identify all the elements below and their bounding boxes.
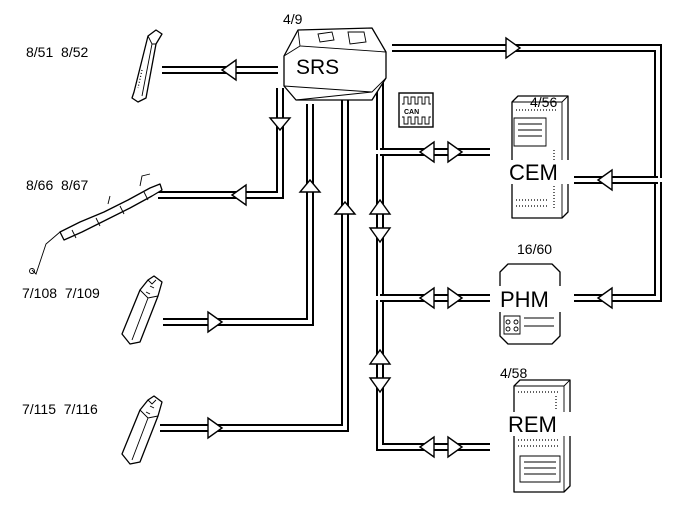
arrow-bidirectional (447, 286, 464, 310)
arrow-bidirectional (368, 348, 392, 365)
can-bus-trunk (376, 78, 490, 451)
rem-module: REM 4/58 (500, 365, 572, 493)
arrow-right (207, 416, 224, 440)
arrow-bidirectional (418, 286, 435, 310)
curtain-airbag: 8/66 8/67 (26, 173, 163, 275)
arrow-bidirectional (418, 435, 435, 459)
can-bus-symbol: CAN (398, 92, 434, 128)
srs-module: SRS 4/9 (283, 11, 387, 101)
arrow-bidirectional (447, 435, 464, 459)
signal-arrows (207, 36, 613, 459)
rem-ref-label: 4/58 (500, 365, 527, 381)
srs-ref-label: 4/9 (283, 11, 303, 27)
arrow-right (505, 36, 522, 60)
curtain-airbag-refs: 8/66 8/67 (26, 177, 88, 193)
arrow-bidirectional (368, 198, 392, 215)
arrow-bidirectional (418, 140, 435, 164)
seat-belt-sensor-refs: 8/51 8/52 (26, 44, 88, 60)
cem-label: CEM (509, 160, 558, 185)
srs-label: SRS (296, 56, 339, 79)
arrow-bidirectional (368, 227, 392, 244)
can-label: CAN (404, 109, 419, 116)
bus-front-sensor-srs (163, 104, 314, 326)
front-side-sensor: 7/108 7/109 (22, 275, 163, 345)
arrow-left (596, 286, 613, 310)
rem-label: REM (508, 412, 557, 437)
arrow-left (220, 58, 237, 82)
arrow-right (207, 310, 224, 334)
phm-module: PHM 16/60 (498, 241, 574, 345)
arrow-left (596, 168, 613, 192)
bus-rear-sensor-srs (160, 92, 349, 432)
phm-label: PHM (500, 287, 549, 312)
rear-side-sensor-refs: 7/115 7/116 (22, 401, 98, 417)
arrow-up (298, 178, 322, 193)
arrow-up (333, 200, 357, 215)
cem-module: CEM 4/56 (508, 94, 574, 219)
phm-ref-label: 16/60 (517, 241, 552, 257)
arrow-bidirectional (447, 140, 464, 164)
cem-ref-label: 4/56 (530, 94, 557, 110)
bus-srs-curtain (158, 88, 284, 199)
arrow-left (230, 183, 247, 207)
front-side-sensor-refs: 7/108 7/109 (22, 285, 100, 301)
rear-side-sensor: 7/115 7/116 (22, 395, 163, 465)
arrow-bidirectional (368, 377, 392, 394)
arrow-down (268, 117, 292, 132)
seat-belt-sensor: 8/51 8/52 (26, 29, 163, 103)
